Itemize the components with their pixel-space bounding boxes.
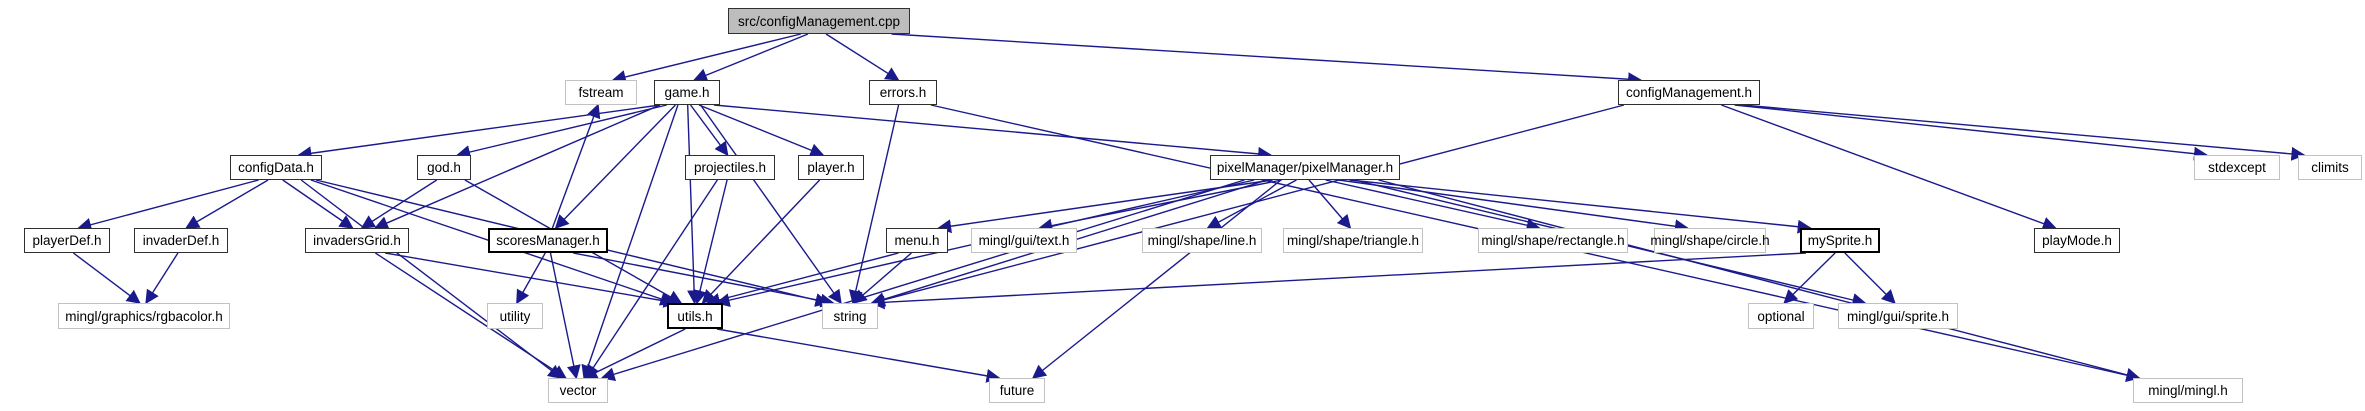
edge-pixelManager_h-to-vector (600, 179, 1245, 381)
edge-pixelManager_h-to-mingl_h (1378, 179, 2141, 382)
edge-pixelManager_h-to-circle_h (1338, 179, 1689, 234)
edge-pixelManager_h-to-rectangle_h (1325, 179, 1541, 233)
edge-configManagement_h-to-string (870, 104, 1625, 307)
graph-node-invaderDef_h[interactable]: invaderDef.h (134, 228, 228, 253)
edge-scoresManager_h-to-string (573, 252, 835, 308)
graph-node-mySprite_h[interactable]: mySprite.h (1800, 228, 1880, 253)
graph-node-god_h[interactable]: god.h (417, 155, 471, 180)
edge-configData_h-to-invaderDef_h (185, 179, 269, 229)
graph-node-text_h: mingl/gui/text.h (971, 228, 1077, 253)
graph-node-game_h[interactable]: game.h (654, 80, 720, 105)
graph-node-triangle_h: mingl/shape/triangle.h (1283, 228, 1423, 253)
edge-pixelManager_h-to-line_h (1206, 179, 1297, 229)
graph-node-scoresManager_h[interactable]: scoresManager.h (488, 228, 608, 253)
graph-node-fstream: fstream (565, 80, 637, 105)
edge-mySprite_h-to-string (870, 252, 1807, 310)
graph-node-sprite_h: mingl/gui/sprite.h (1838, 303, 1958, 329)
graph-node-string: string (822, 303, 878, 329)
graph-node-projectiles_h[interactable]: projectiles.h (685, 155, 775, 180)
edge-player_h-to-utils_h (701, 179, 821, 305)
edge-mySprite_h-to-optional (1783, 252, 1836, 304)
edge-game_h-to-utils_h (686, 104, 702, 305)
edge-configManagement_h-to-playMode_h (1721, 104, 2057, 231)
edge-projectiles_h-to-vector (585, 179, 718, 380)
edge-errors_h-to-string (848, 104, 900, 305)
edge-configData_h-to-playerDef_h (77, 179, 259, 232)
edge-configManagement_h-to-stdexcept (1734, 104, 2208, 161)
graph-node-errors_h[interactable]: errors.h (869, 80, 937, 105)
graph-node-utility: utility (487, 303, 543, 329)
edge-utils_h-to-vector (583, 328, 686, 379)
edge-projectiles_h-to-utils_h (693, 179, 728, 305)
edge-scoresManager_h-to-fstream (551, 103, 601, 229)
graph-node-line_h: mingl/shape/line.h (1142, 228, 1262, 253)
graph-node-cpp: src/configManagement.cpp (728, 8, 910, 34)
edge-configData_h-to-vector (300, 179, 563, 379)
graph-node-vector: vector (548, 378, 608, 403)
edge-scoresManager_h-to-vector (549, 252, 581, 380)
edge-game_h-to-pixelManager_h (713, 104, 1273, 161)
edge-configManagement_h-to-climits (1742, 104, 2306, 161)
edge-game_h-to-invadersGrid_h (374, 104, 661, 230)
graph-node-stdexcept: stdexcept (2194, 155, 2280, 180)
graph-node-playerDef_h[interactable]: playerDef.h (24, 228, 110, 253)
graph-node-circle_h: mingl/shape/circle.h (1650, 228, 1770, 253)
graph-node-player_h[interactable]: player.h (798, 155, 864, 180)
graph-node-playMode_h[interactable]: playMode.h (2034, 228, 2120, 253)
edge-pixelManager_h-to-mySprite_h (1349, 179, 1812, 234)
edge-cpp-to-game_h (693, 33, 809, 82)
edge-game_h-to-scoresManager_h (554, 104, 676, 230)
graph-node-utils_h[interactable]: utils.h (667, 303, 723, 329)
edge-utils_h-to-future (716, 328, 1001, 383)
edge-playerDef_h-to-rgbacolor_h (72, 252, 141, 304)
edge-cpp-to-configManagement_h (891, 33, 1643, 87)
edge-pixelManager_h-to-future (1031, 179, 1282, 379)
edge-game_h-to-configData_h (297, 104, 661, 161)
edge-game_h-to-player_h (698, 104, 825, 157)
edge-game_h-to-projectiles_h (690, 104, 729, 157)
graph-node-configManagement_h[interactable]: configManagement.h (1618, 80, 1760, 105)
edge-pixelManager_h-to-triangle_h (1308, 179, 1352, 230)
edge-scoresManager_h-to-utility (516, 252, 546, 305)
graph-node-rgbacolor_h: mingl/graphics/rgbacolor.h (58, 303, 230, 329)
edge-mySprite_h-to-sprite_h (1844, 252, 1896, 304)
graph-node-climits: climits (2298, 155, 2362, 180)
edge-invaderDef_h-to-rgbacolor_h (145, 252, 179, 305)
edge-configData_h-to-invadersGrid_h (282, 179, 354, 229)
graph-node-configData_h[interactable]: configData.h (230, 155, 322, 180)
graph-node-pixelManager_h[interactable]: pixelManager/pixelManager.h (1210, 155, 1400, 180)
edge-game_h-to-vector (581, 104, 679, 380)
graph-node-mingl_h: mingl/mingl.h (2133, 378, 2243, 403)
edge-game_h-to-god_h (456, 104, 667, 159)
edge-cpp-to-errors_h (825, 33, 900, 81)
graph-node-optional: optional (1748, 303, 1814, 329)
graph-node-rectangle_h: mingl/shape/rectangle.h (1478, 228, 1628, 253)
edge-cpp-to-fstream (611, 33, 801, 84)
graph-node-invadersGrid_h[interactable]: invadersGrid.h (305, 228, 409, 253)
edge-invadersGrid_h-to-vector (375, 252, 567, 379)
graph-node-future: future (989, 378, 1045, 403)
edge-god_h-to-invadersGrid_h (360, 179, 438, 229)
graph-node-menu_h[interactable]: menu.h (886, 228, 948, 253)
